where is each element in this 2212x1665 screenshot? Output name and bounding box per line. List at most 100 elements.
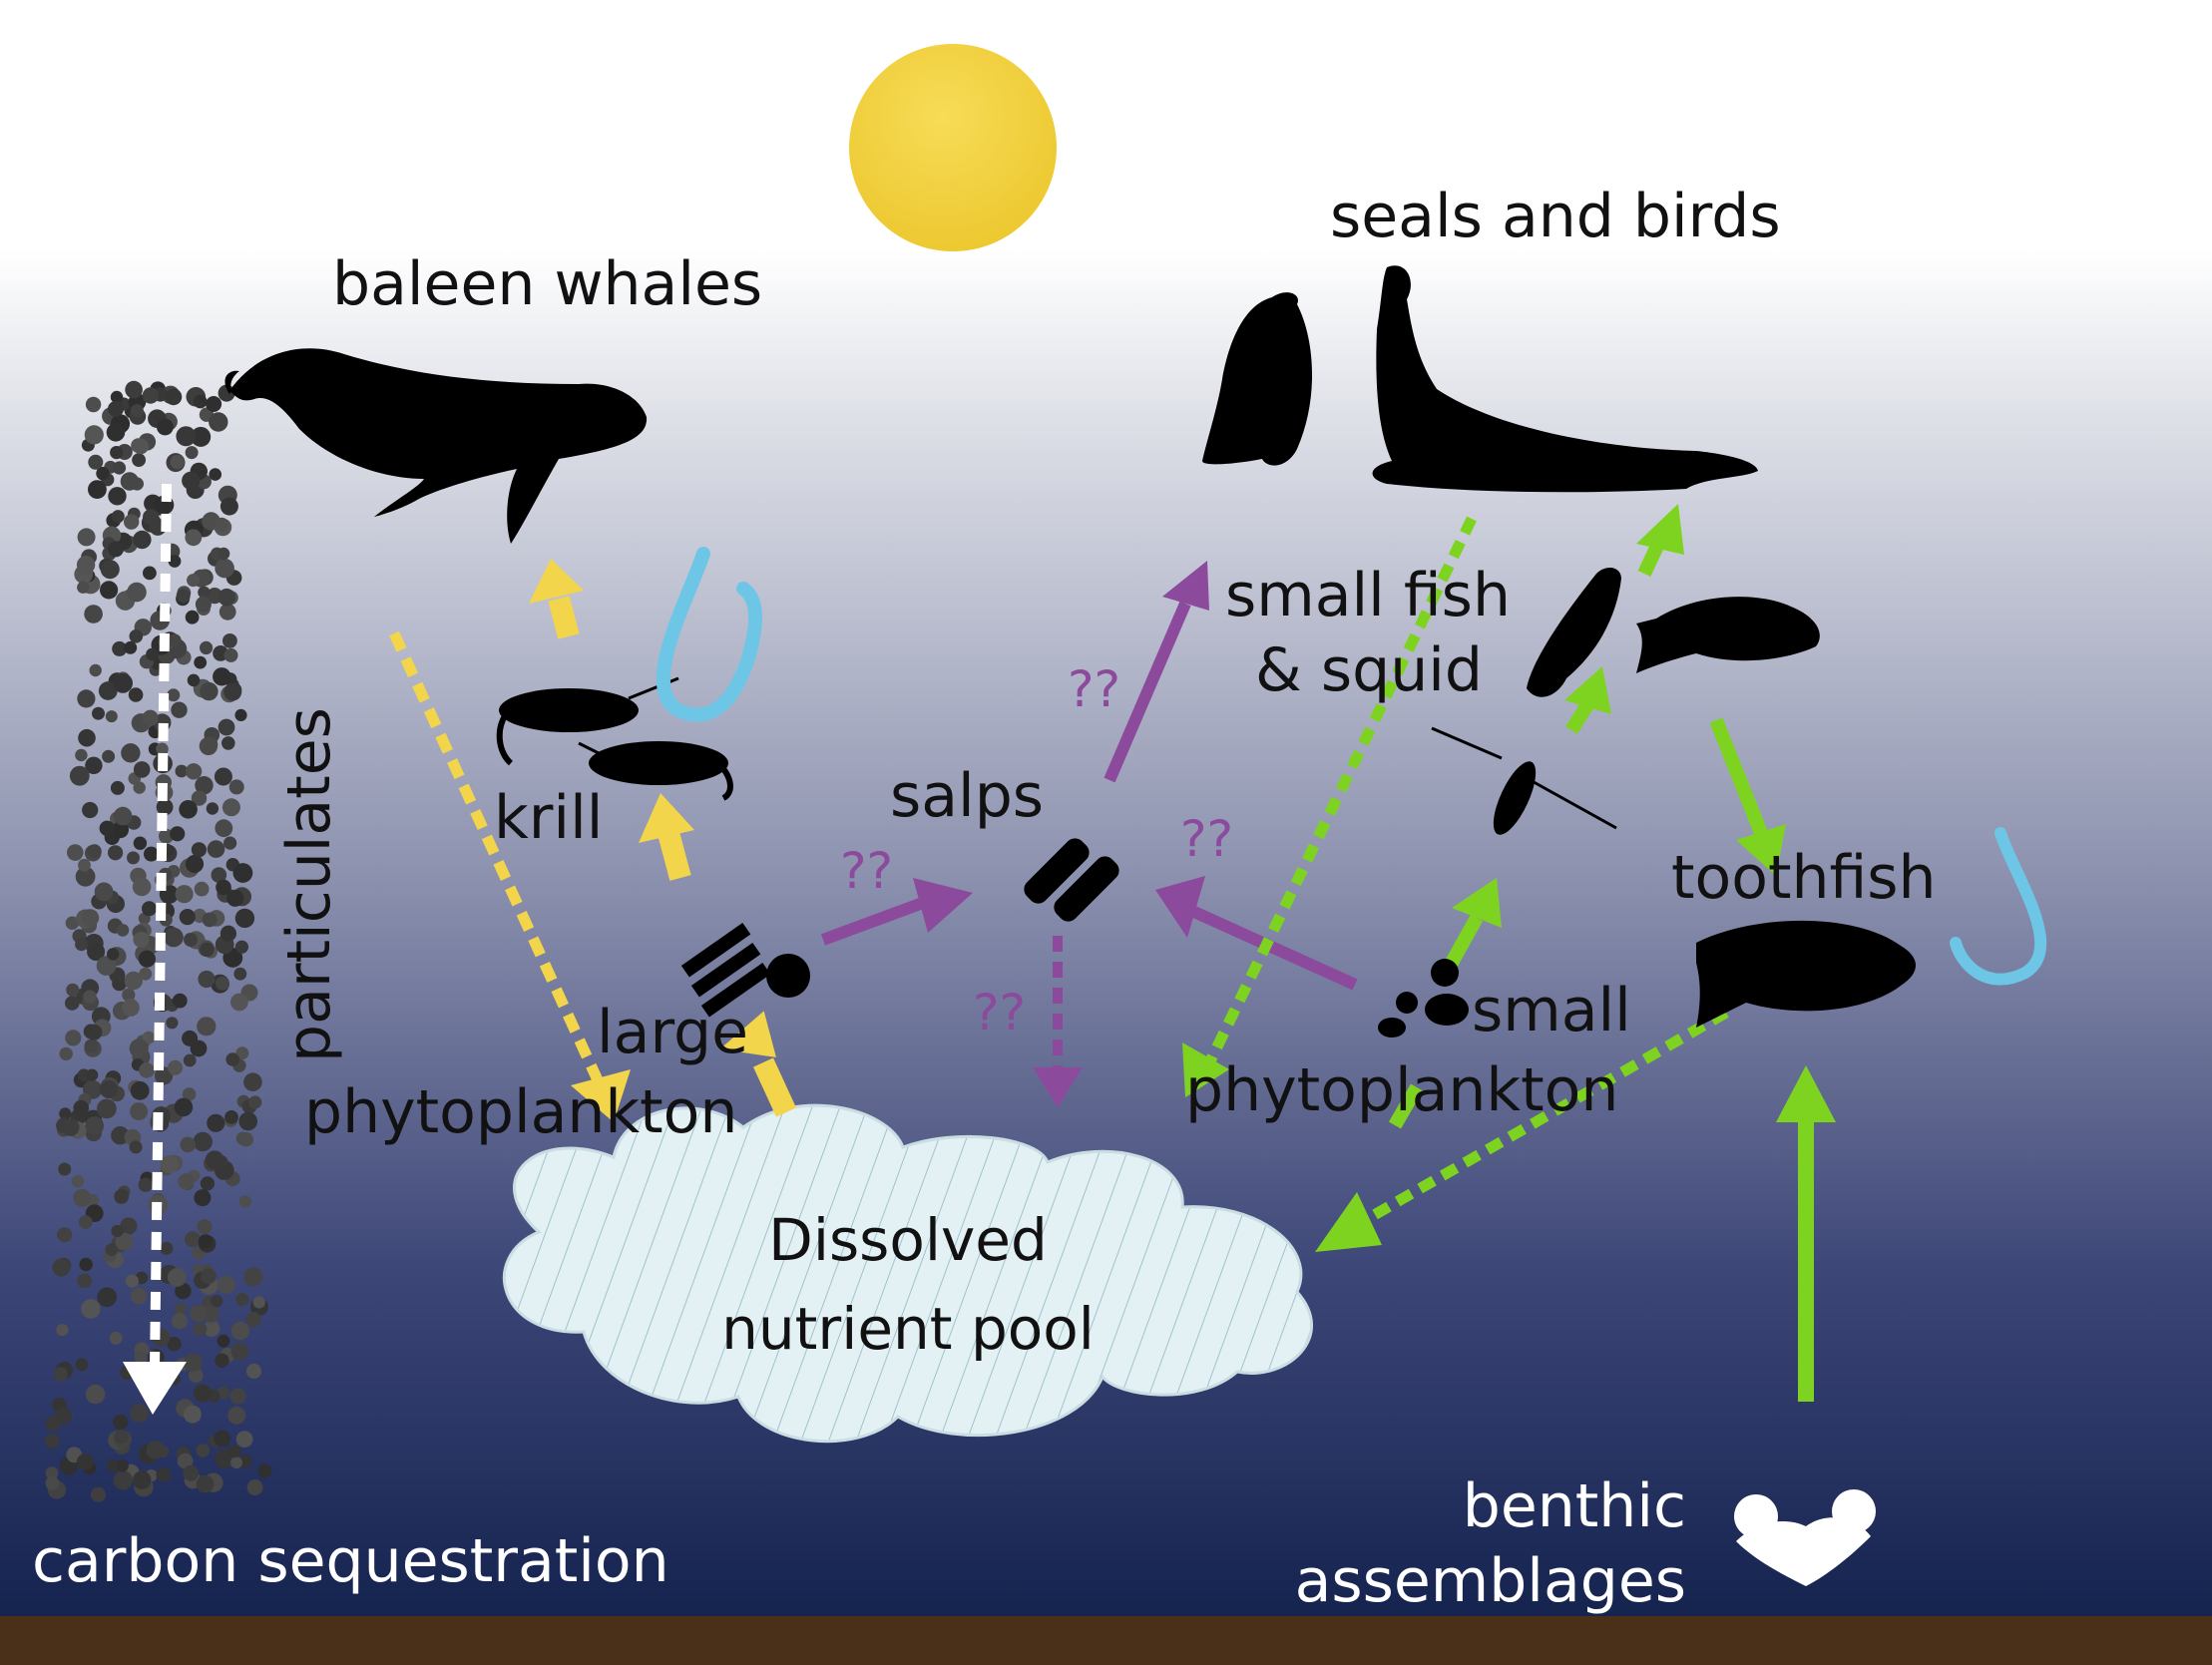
- particulate-dot: [220, 925, 236, 942]
- particulate-dot: [100, 560, 120, 580]
- particulate-dot: [211, 867, 227, 883]
- pool-label-line1: Dissolved: [768, 1206, 1048, 1274]
- particulate-dot: [180, 1136, 196, 1153]
- label-seals-and-birds: seals and birds: [1330, 182, 1781, 251]
- particulate-dot: [193, 1384, 212, 1403]
- particulate-dot: [53, 1367, 68, 1382]
- label-carbon-sequestration: carbon sequestration: [32, 1526, 669, 1596]
- particulate-dot: [230, 1457, 243, 1469]
- particulate-dot: [209, 412, 228, 432]
- particulate-dot: [167, 688, 181, 702]
- particulate-dot: [232, 863, 253, 883]
- particulate-dot: [207, 1113, 225, 1132]
- particulate-dot: [133, 931, 150, 948]
- particulate-dot: [246, 1363, 261, 1379]
- particulate-dot: [84, 425, 104, 445]
- particulate-dot: [175, 1282, 192, 1300]
- unknown-mark-salp-pool: ??: [973, 984, 1026, 1041]
- particulate-dot: [197, 1219, 213, 1235]
- particulate-dot: [224, 1110, 238, 1124]
- particulate-dot: [213, 667, 231, 686]
- particulate-dot: [142, 1031, 156, 1044]
- particulate-dot: [191, 426, 212, 447]
- particulate-dot: [129, 1039, 149, 1058]
- particulate-dot: [190, 1304, 208, 1322]
- particulate-dot: [191, 790, 208, 806]
- anemone-icon: [1734, 1489, 1876, 1586]
- particulate-dot: [215, 1353, 229, 1369]
- particulate-dot: [55, 1407, 73, 1425]
- particulate-dot: [217, 1334, 230, 1348]
- particulate-dot: [205, 1150, 224, 1170]
- particulate-dot: [170, 455, 185, 470]
- particulate-dot: [83, 1024, 99, 1040]
- particulate-dot: [200, 1176, 215, 1191]
- particulate-dot: [245, 1312, 261, 1328]
- particulate-dot: [160, 1241, 174, 1255]
- particulate-dot: [92, 706, 105, 720]
- particulate-dot: [195, 596, 212, 613]
- sequestration-arrow: [123, 483, 187, 1415]
- particulate-dot: [77, 581, 90, 594]
- particulate-dot: [168, 1059, 184, 1075]
- particulate-dot: [115, 1232, 134, 1251]
- particulate-dot: [133, 781, 146, 794]
- particulate-dot: [99, 1079, 119, 1099]
- particulate-dot: [81, 909, 100, 927]
- particulate-dot: [75, 1358, 89, 1372]
- fish-silhouette-icon: [1636, 597, 1820, 673]
- particulate-dot: [73, 1188, 92, 1207]
- particulate-dot: [116, 1459, 129, 1472]
- label-krill: krill: [494, 783, 603, 853]
- penguin-silhouette-icon: [1202, 292, 1313, 466]
- particulate-dot: [133, 761, 151, 778]
- particulate-dot: [235, 1431, 253, 1448]
- particulate-dot: [233, 967, 247, 981]
- particulate-dot: [128, 687, 144, 702]
- particulate-dot: [243, 1267, 263, 1287]
- particulate-dot: [187, 673, 201, 687]
- sun-icon: [849, 44, 1057, 251]
- particulate-dot: [207, 840, 225, 858]
- particulate-dot: [65, 996, 80, 1011]
- particulate-dot: [246, 1479, 263, 1495]
- particulate-dot: [185, 854, 205, 874]
- particulate-dot: [130, 1102, 149, 1121]
- particulate-dot: [171, 701, 188, 718]
- particulate-dot: [144, 846, 159, 862]
- particulate-dot: [100, 581, 119, 600]
- particulate-dot: [202, 912, 218, 928]
- particulate-dot: [198, 970, 216, 989]
- particulate-dot: [110, 446, 124, 460]
- particulate-dot: [143, 566, 157, 581]
- particulate-dot: [112, 821, 129, 839]
- particulate-dot: [198, 586, 211, 599]
- particulate-dot: [184, 1353, 203, 1372]
- particulate-dot: [170, 826, 186, 842]
- particulate-dot: [113, 672, 133, 693]
- particulate-dot: [52, 1258, 71, 1277]
- particulate-dot: [219, 603, 236, 621]
- particulate-dot: [193, 1322, 208, 1337]
- diatom-chain-icon: [680, 923, 810, 1018]
- particulate-dot: [206, 802, 220, 815]
- particulate-dot: [146, 647, 159, 661]
- particulate-dot: [195, 776, 214, 795]
- particulate-dot: [179, 909, 196, 926]
- particulate-dot: [58, 1162, 72, 1176]
- particulate-dot: [185, 610, 200, 624]
- label-small: small: [1472, 976, 1631, 1045]
- particulate-dot: [130, 404, 144, 418]
- particulate-dot: [66, 983, 80, 997]
- particulate-dot: [45, 1434, 60, 1449]
- particulate-dot: [238, 1195, 251, 1208]
- particulate-dot: [174, 1097, 194, 1117]
- particulate-dot: [113, 1470, 133, 1490]
- krill-silhouette-icon: [496, 676, 733, 801]
- particulate-dot: [59, 1046, 73, 1061]
- particulate-dot: [139, 967, 153, 981]
- particulate-dot: [175, 764, 189, 778]
- particulate-dot: [165, 388, 183, 406]
- green-arrows: [1182, 504, 1836, 1402]
- particulate-dot: [67, 844, 84, 861]
